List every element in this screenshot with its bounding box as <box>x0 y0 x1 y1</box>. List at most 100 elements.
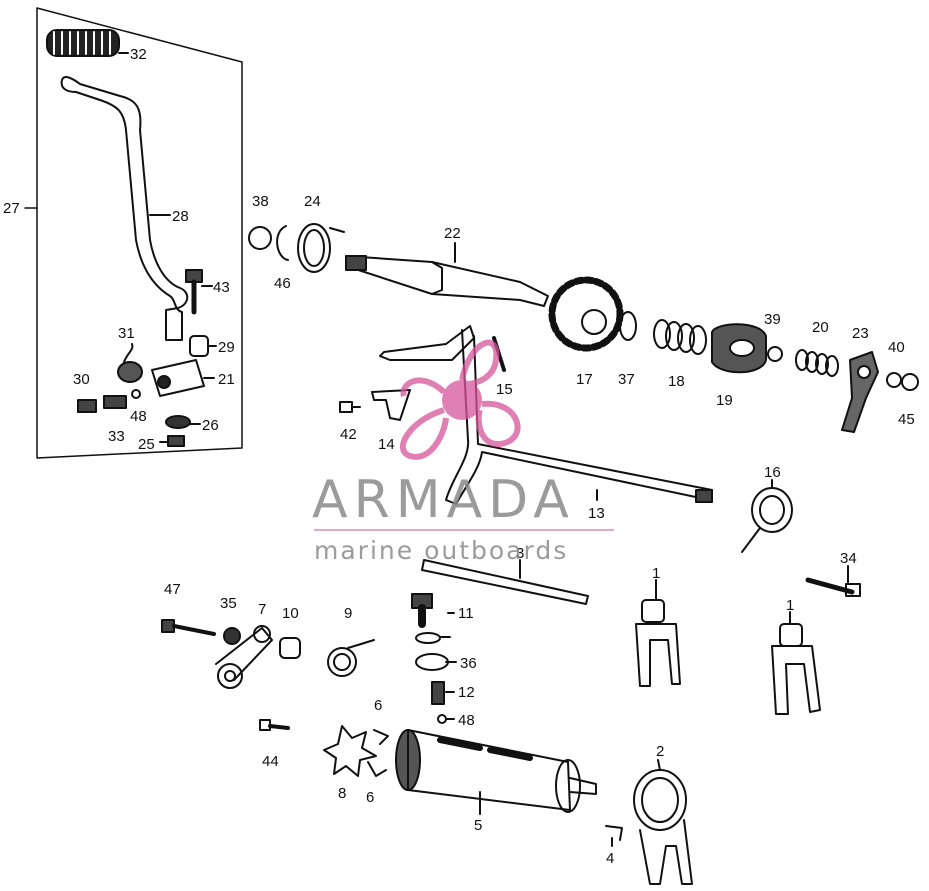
spring-33 <box>103 395 127 409</box>
washer-35 <box>223 627 241 645</box>
callout-6-top: 6 <box>374 697 382 714</box>
callout-29: 29 <box>218 339 235 356</box>
gearshift-spindle-13 <box>379 325 713 505</box>
washer-26 <box>165 415 191 429</box>
kick-starter-group-outline <box>36 7 243 459</box>
callout-28: 28 <box>172 208 189 225</box>
callout-15: 15 <box>496 381 513 398</box>
callout-34: 34 <box>840 550 857 567</box>
callout-44: 44 <box>262 753 279 770</box>
collar-29 <box>189 335 209 357</box>
spring-20 <box>795 349 839 377</box>
washer-36 <box>415 653 449 671</box>
callout-46: 46 <box>274 275 291 292</box>
circlip-46 <box>276 225 289 261</box>
callout-23: 23 <box>852 325 869 342</box>
drum-stopper-8 <box>323 725 377 777</box>
callout-5: 5 <box>474 817 482 834</box>
watermark-tagline: marine outboards <box>314 536 569 565</box>
callout-12: 12 <box>458 684 475 701</box>
pin-34 <box>805 577 861 597</box>
callout-32: 32 <box>130 46 147 63</box>
washer-38 <box>248 226 272 250</box>
bolt-47 <box>161 619 216 636</box>
callout-11: 11 <box>458 605 474 622</box>
callout-1-right: 1 <box>786 597 794 614</box>
callout-27: 27 <box>3 200 20 217</box>
ball-48a <box>131 389 141 399</box>
washer-41 <box>415 632 441 644</box>
callout-36: 36 <box>460 655 477 672</box>
kick-rubber-grip <box>46 29 120 57</box>
spring-30 <box>77 399 97 413</box>
callout-16: 16 <box>764 464 781 481</box>
kick-starter-arm <box>60 76 189 341</box>
callout-45: 45 <box>898 411 915 428</box>
callout-9: 9 <box>344 605 352 622</box>
pin-6b <box>367 761 387 777</box>
callout-30: 30 <box>73 371 90 388</box>
shift-drum-5 <box>395 729 597 813</box>
callout-10: 10 <box>282 605 299 622</box>
callout-14: 14 <box>378 436 395 453</box>
bolt-42 <box>339 401 361 413</box>
callout-38: 38 <box>252 193 269 210</box>
callout-42: 42 <box>340 426 357 443</box>
pin-4 <box>605 825 623 841</box>
ratchet-19 <box>711 323 767 374</box>
callout-13: 13 <box>588 505 605 522</box>
callout-22: 22 <box>444 225 461 242</box>
callout-25: 25 <box>138 436 155 453</box>
nut-25 <box>167 435 185 447</box>
kick-spindle-22 <box>345 255 549 307</box>
stopper-23 <box>841 351 879 433</box>
callout-47: 47 <box>164 581 181 598</box>
callout-7: 7 <box>258 601 266 618</box>
callout-20: 20 <box>812 319 829 336</box>
watermark-brand: ARMADA <box>312 470 575 530</box>
drum-stopper-arm-7 <box>215 625 273 689</box>
circlip-45 <box>901 373 919 391</box>
callout-18: 18 <box>668 373 685 390</box>
washer-39 <box>767 346 783 362</box>
bolt-43 <box>185 269 203 315</box>
washer-37 <box>619 311 637 341</box>
plate-14 <box>371 389 411 421</box>
shift-fork-2 <box>633 769 693 885</box>
callout-2: 2 <box>656 743 664 760</box>
callout-40: 40 <box>888 339 905 356</box>
callout-8: 8 <box>338 785 346 802</box>
spring-9 <box>327 639 375 677</box>
callout-26: 26 <box>202 417 219 434</box>
gear-17 <box>548 276 624 352</box>
bolt-11 <box>411 593 433 628</box>
ball-48b <box>437 714 447 724</box>
callout-19: 19 <box>716 392 733 409</box>
callout-43: 43 <box>213 279 230 296</box>
kick-joint-21 <box>151 359 205 397</box>
callout-37: 37 <box>618 371 635 388</box>
collar-10 <box>279 637 301 659</box>
pin-44 <box>259 719 290 731</box>
shift-fork-1a <box>635 599 681 687</box>
washer-40 <box>886 372 902 388</box>
watermark-logo-mark <box>399 339 521 460</box>
callout-1-left: 1 <box>652 565 660 582</box>
callout-4: 4 <box>606 850 614 867</box>
fork-shaft-3 <box>421 559 589 605</box>
pin-6a <box>373 729 389 745</box>
spring-18 <box>653 319 707 355</box>
callout-48-drum: 48 <box>458 712 475 729</box>
callout-21: 21 <box>218 371 235 388</box>
callout-35: 35 <box>220 595 237 612</box>
return-spring-16 <box>741 487 793 553</box>
shift-fork-1b <box>771 623 821 715</box>
spring-12 <box>431 681 445 705</box>
callout-33: 33 <box>108 428 125 445</box>
spring-24 <box>297 223 345 273</box>
callout-48-kick: 48 <box>130 408 147 425</box>
callout-3: 3 <box>516 545 524 562</box>
spring-31 <box>117 343 143 383</box>
watermark-rule <box>314 529 614 531</box>
callout-39: 39 <box>764 311 781 328</box>
